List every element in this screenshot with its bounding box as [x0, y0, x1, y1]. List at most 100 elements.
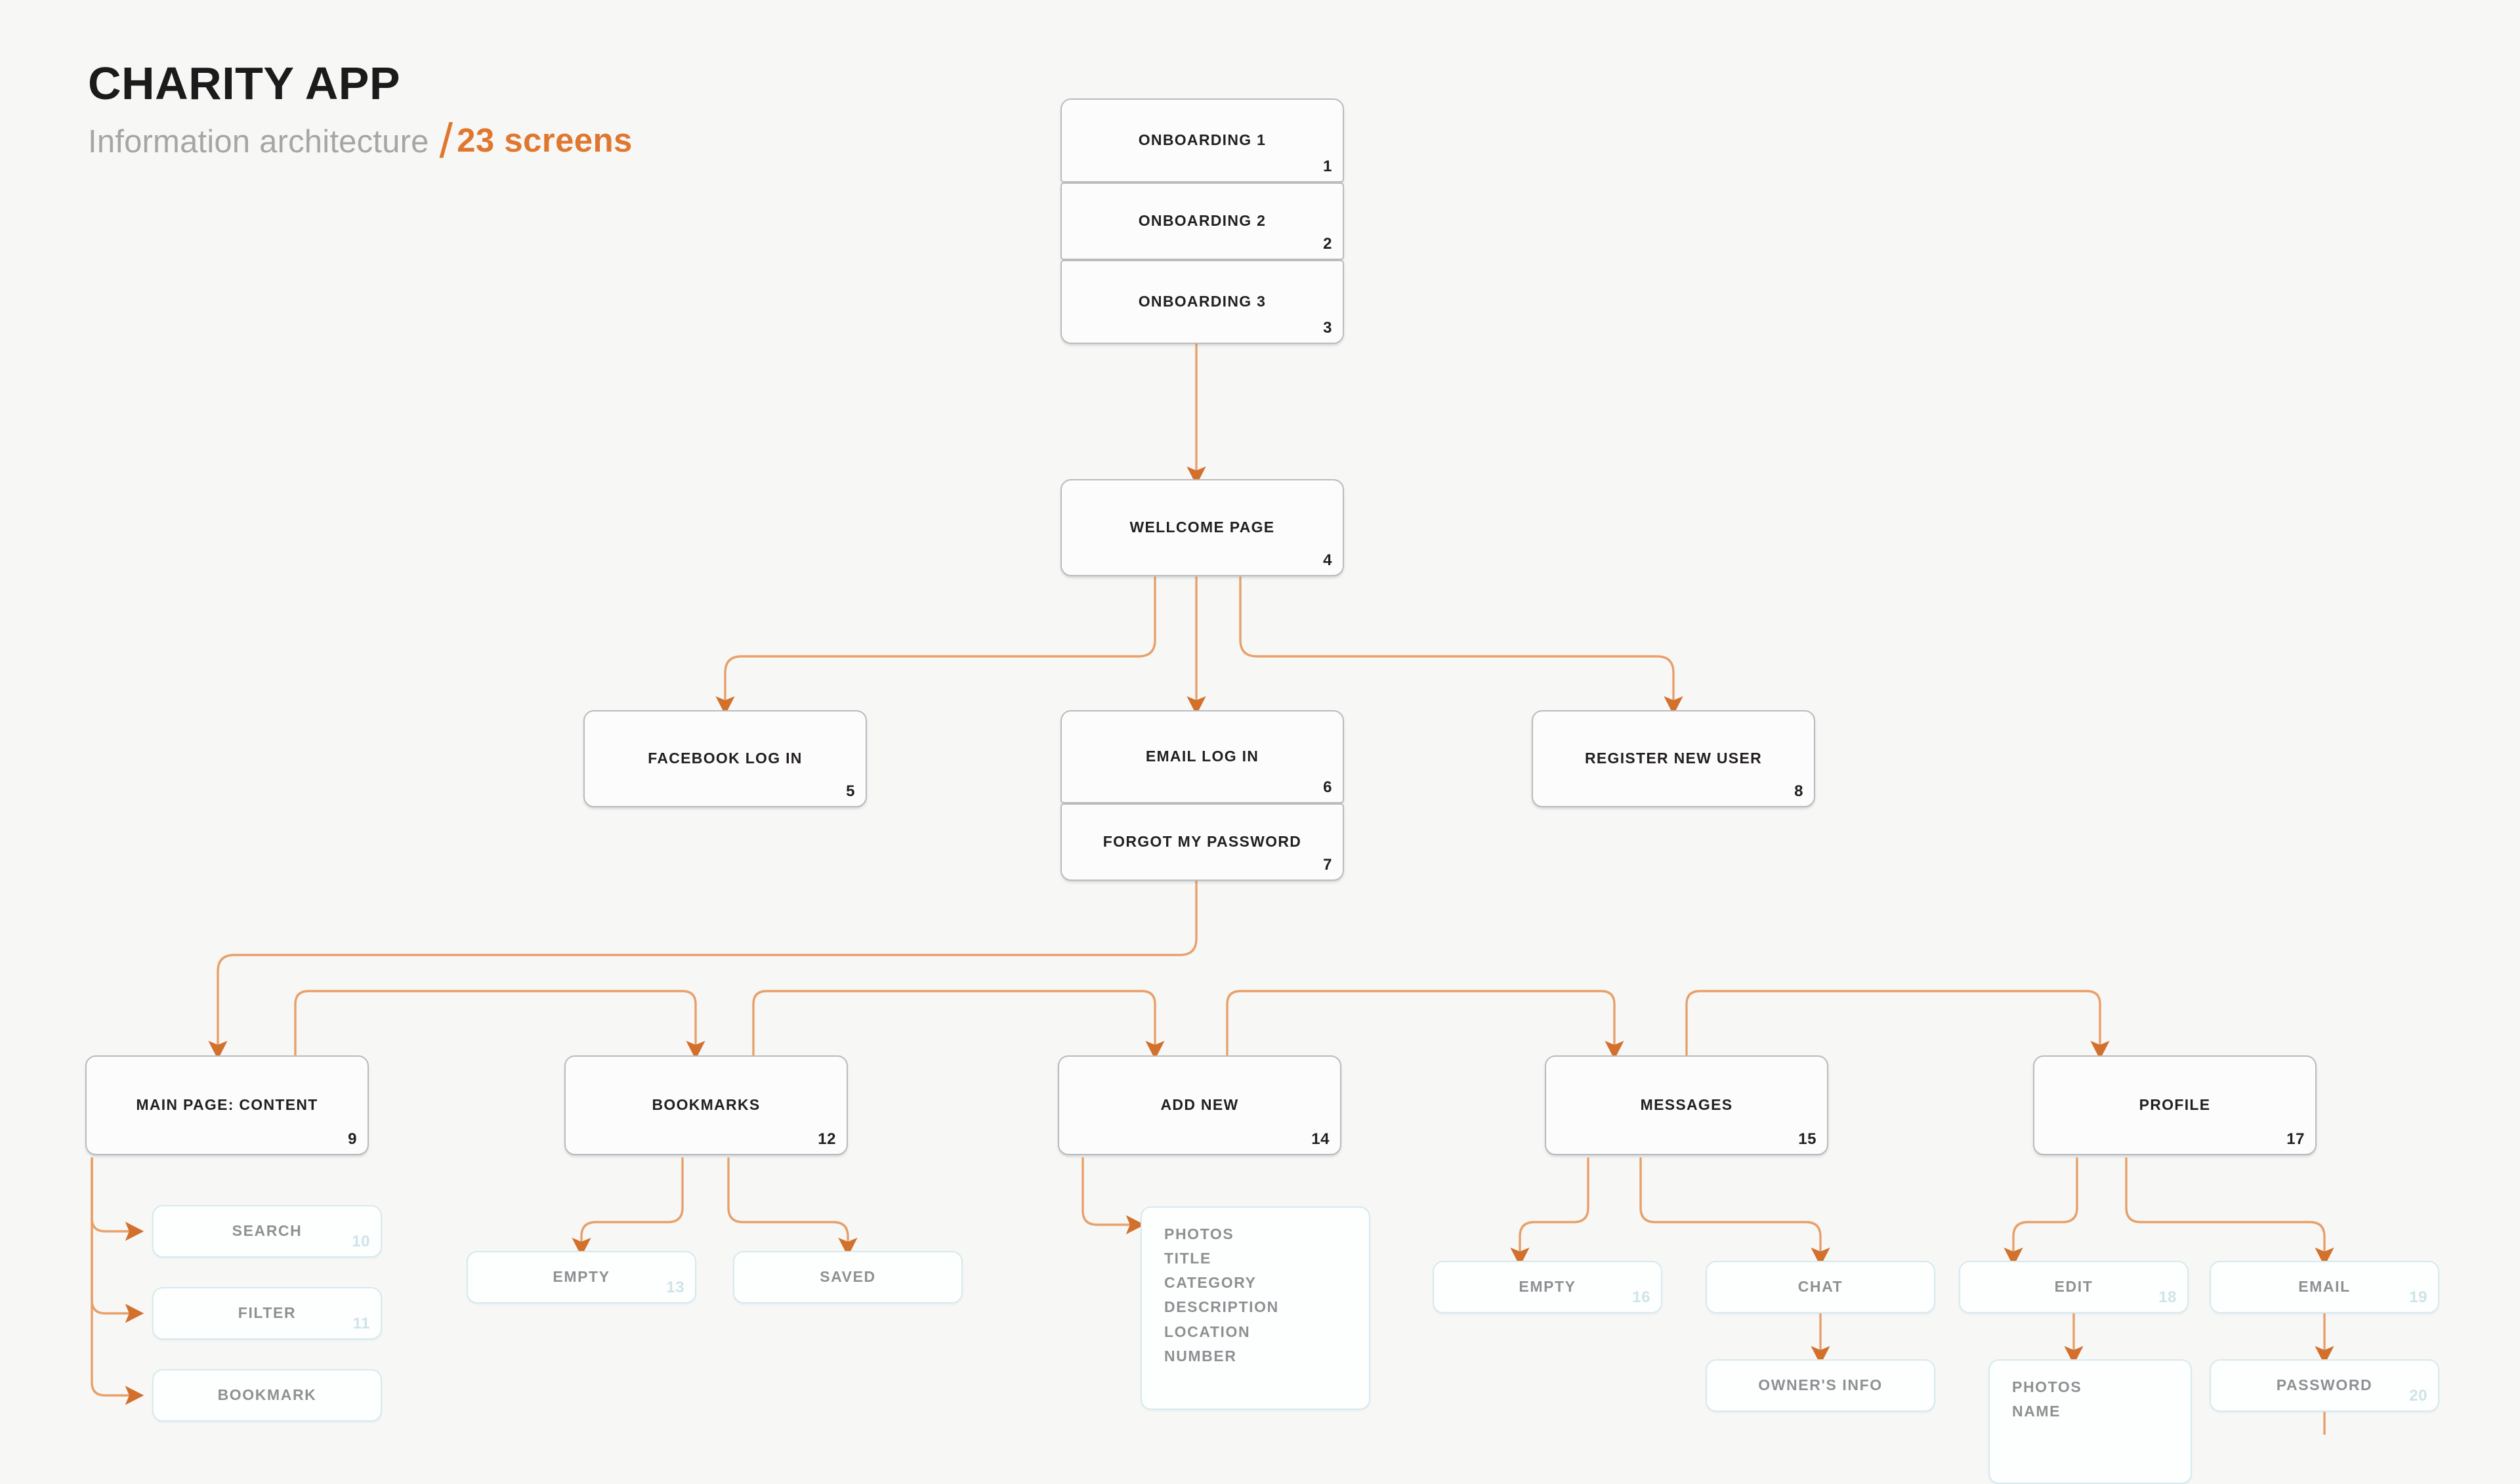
- node-number: 4: [1323, 551, 1332, 569]
- node-number: 5: [846, 782, 855, 800]
- node-label: CHAT: [1797, 1278, 1843, 1296]
- node-label: PROFILE: [2139, 1096, 2211, 1114]
- node-onboarding-2[interactable]: ONBOARDING 2 2: [1060, 182, 1344, 260]
- node-label: MESSAGES: [1640, 1096, 1733, 1114]
- page-title: CHARITY APP: [88, 58, 401, 109]
- node-register-new-user[interactable]: REGISTER NEW USER 8: [1532, 710, 1815, 807]
- screen-count-badge: 23 screens: [457, 121, 633, 159]
- node-label: OWNER'S INFO: [1758, 1376, 1883, 1394]
- node-label: EMAIL: [2298, 1278, 2351, 1296]
- node-label: ADD NEW: [1160, 1096, 1239, 1114]
- node-number: 3: [1323, 319, 1332, 337]
- node-onboarding-1[interactable]: ONBOARDING 1 1: [1060, 98, 1344, 182]
- node-number: 7: [1323, 856, 1332, 874]
- slash-divider: /: [439, 114, 453, 169]
- wire-messages-to-empty: [1510, 1157, 1589, 1267]
- node-number: 10: [352, 1233, 370, 1250]
- node-email-log-in[interactable]: EMAIL LOG IN 6: [1060, 710, 1344, 803]
- node-number: 8: [1794, 782, 1803, 800]
- node-main-page-content[interactable]: MAIN PAGE: CONTENT 9: [85, 1055, 369, 1155]
- node-email[interactable]: EMAIL 19: [2210, 1261, 2439, 1313]
- node-add-new[interactable]: ADD NEW 14: [1058, 1055, 1341, 1155]
- wire-bookmarks-to-add-new: [752, 990, 1165, 1061]
- subtitle-row: Information architecture / 23 screens: [88, 116, 633, 165]
- wire-main-page-to-search: [91, 1157, 144, 1241]
- node-label: ONBOARDING 1: [1138, 131, 1267, 149]
- wire-messages-to-chat: [1639, 1157, 1830, 1267]
- node-number: 6: [1323, 778, 1332, 796]
- wire-main-page-to-bookmark: [91, 1157, 144, 1405]
- node-owners-info[interactable]: OWNER'S INFO: [1706, 1359, 1935, 1412]
- node-label: EMPTY: [1519, 1278, 1576, 1296]
- wire-bookmarks-to-saved: [727, 1157, 858, 1257]
- wire-main-page-to-filter: [91, 1157, 144, 1323]
- page-subtitle: Information architecture: [88, 124, 429, 160]
- field-title: TITLE: [1164, 1250, 1211, 1267]
- field-name: NAME: [2012, 1403, 2061, 1420]
- node-label: MAIN PAGE: CONTENT: [136, 1096, 318, 1114]
- node-label: FILTER: [238, 1304, 297, 1322]
- node-number: 13: [666, 1279, 684, 1296]
- node-number: 2: [1323, 235, 1332, 253]
- node-label: WELLCOME PAGE: [1129, 519, 1275, 536]
- field-number: NUMBER: [1164, 1347, 1237, 1365]
- node-profile[interactable]: PROFILE 17: [2033, 1055, 2317, 1155]
- node-messages-empty[interactable]: EMPTY 16: [1433, 1261, 1662, 1313]
- node-number: 9: [348, 1130, 357, 1148]
- node-edit[interactable]: EDIT 18: [1959, 1261, 2189, 1313]
- diagram-canvas: CHARITY APP Information architecture / 2…: [85, 58, 2439, 1484]
- field-category: CATEGORY: [1164, 1274, 1257, 1292]
- node-bookmarks-empty[interactable]: EMPTY 13: [467, 1251, 696, 1304]
- node-label: ONBOARDING 2: [1138, 212, 1267, 230]
- wire-profile-to-email: [2125, 1157, 2334, 1267]
- node-label: EMPTY: [553, 1268, 610, 1286]
- node-label: BOOKMARKS: [652, 1096, 761, 1114]
- node-number: 19: [2409, 1288, 2427, 1306]
- wire-welcome-to-register: [1239, 576, 1683, 715]
- node-bookmarks-saved[interactable]: SAVED: [733, 1251, 963, 1304]
- node-label: EMAIL LOG IN: [1145, 748, 1259, 765]
- title-block: CHARITY APP Information architecture / 2…: [88, 58, 633, 165]
- node-forgot-my-password[interactable]: FORGOT MY PASSWORD 7: [1060, 803, 1344, 881]
- node-label: FACEBOOK LOG IN: [648, 750, 803, 767]
- node-onboarding-3[interactable]: ONBOARDING 3 3: [1060, 260, 1344, 344]
- node-number: 12: [818, 1130, 836, 1148]
- node-label: PASSWORD: [2276, 1376, 2373, 1394]
- node-chat[interactable]: CHAT: [1706, 1261, 1935, 1313]
- node-password[interactable]: PASSWORD 20: [2210, 1359, 2439, 1412]
- node-label: EDIT: [2054, 1278, 2093, 1296]
- node-edit-fields[interactable]: PHOTOS NAME: [1988, 1359, 2192, 1484]
- add-new-field-list: PHOTOS TITLE CATEGORY DESCRIPTION LOCATI…: [1164, 1226, 1279, 1364]
- wire-login-to-main-page: [208, 877, 1198, 1060]
- node-label: SEARCH: [232, 1222, 303, 1240]
- node-label: SAVED: [820, 1268, 876, 1286]
- node-number: 20: [2409, 1387, 2427, 1405]
- field-photos: PHOTOS: [2012, 1378, 2082, 1395]
- node-number: 1: [1323, 158, 1332, 175]
- node-welcome-page[interactable]: WELLCOME PAGE 4: [1060, 479, 1344, 576]
- wire-add-new-to-messages: [1226, 990, 1624, 1061]
- node-number: 18: [2158, 1288, 2177, 1306]
- node-label: BOOKMARK: [217, 1386, 317, 1404]
- wire-welcome-to-facebook: [715, 576, 1156, 715]
- node-number: 11: [352, 1315, 370, 1332]
- field-photos: PHOTOS: [1164, 1225, 1234, 1242]
- node-add-new-fields[interactable]: PHOTOS TITLE CATEGORY DESCRIPTION LOCATI…: [1141, 1206, 1370, 1410]
- node-facebook-log-in[interactable]: FACEBOOK LOG IN 5: [583, 710, 867, 807]
- wire-profile-to-edit: [2004, 1157, 2078, 1267]
- node-number: 16: [1632, 1288, 1650, 1306]
- wire-main-page-to-bookmarks: [294, 990, 705, 1061]
- node-number: 15: [1798, 1130, 1816, 1148]
- node-messages[interactable]: MESSAGES 15: [1545, 1055, 1828, 1155]
- node-label: FORGOT MY PASSWORD: [1102, 833, 1302, 851]
- node-search[interactable]: SEARCH 10: [152, 1205, 382, 1258]
- node-number: 17: [2286, 1130, 2305, 1148]
- node-filter[interactable]: FILTER 11: [152, 1287, 382, 1340]
- field-description: DESCRIPTION: [1164, 1298, 1279, 1316]
- field-location: LOCATION: [1164, 1323, 1251, 1340]
- node-bookmarks[interactable]: BOOKMARKS 12: [564, 1055, 848, 1155]
- node-bookmark[interactable]: BOOKMARK: [152, 1369, 382, 1422]
- node-number: 14: [1311, 1130, 1330, 1148]
- node-label: REGISTER NEW USER: [1584, 750, 1762, 767]
- wire-bookmarks-to-empty: [572, 1157, 684, 1257]
